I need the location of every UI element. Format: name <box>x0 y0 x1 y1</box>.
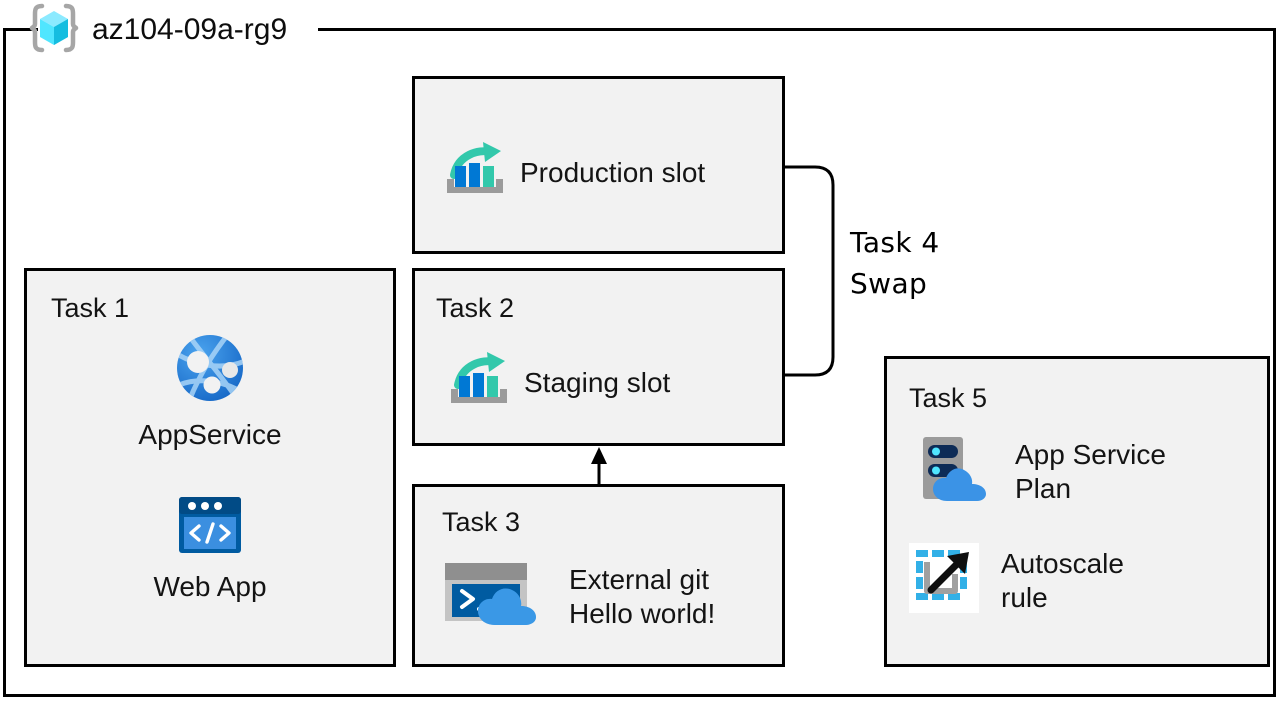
task3-title: Task 3 <box>442 507 521 537</box>
task1-app-service-item: AppService <box>27 331 393 451</box>
task1-box[interactable]: Task 1 <box>24 268 396 667</box>
task1-app-service-label: AppService <box>138 419 282 450</box>
web-app-icon <box>176 495 244 562</box>
swap-annotation-label: Task 4 Swap <box>850 226 940 301</box>
resource-group-icon <box>26 0 82 61</box>
production-slot-label: Production slot <box>520 156 706 188</box>
external-git-label: External git Hello world! <box>569 564 716 629</box>
task1-title: Task 1 <box>51 293 130 323</box>
autoscale-rule-icon <box>909 543 979 618</box>
autoscale-rule-label: Autoscale rule <box>1001 548 1124 613</box>
resource-group-name: az104-09a-rg9 <box>92 13 288 46</box>
resource-group-title-mask <box>38 16 318 42</box>
staging-slot-label: Staging slot <box>524 366 671 398</box>
app-service-plan-icon <box>915 433 991 510</box>
production-slot-box[interactable]: Production slot <box>412 76 785 254</box>
cloud-shell-icon <box>443 559 539 634</box>
deployment-slot-icon <box>444 139 506 206</box>
resource-group-header: az104-09a-rg9 <box>26 2 287 58</box>
resource-group-frame <box>3 28 1276 697</box>
external-git-item: External git Hello world! <box>443 559 715 634</box>
production-slot-item: Production slot <box>444 139 705 206</box>
task1-web-app-item: Web App <box>27 495 393 603</box>
task2-box[interactable]: Task 2 Staging slot <box>412 268 785 446</box>
task3-box[interactable]: Task 3 External git Hello world! <box>412 484 785 667</box>
task1-web-app-label: Web App <box>153 571 267 602</box>
task5-title: Task 5 <box>909 383 988 413</box>
app-service-plan-item: App Service Plan <box>915 433 1166 510</box>
staging-slot-item: Staging slot <box>448 349 670 416</box>
autoscale-rule-item: Autoscale rule <box>909 543 1124 618</box>
task5-box[interactable]: Task 5 App Service Plan <box>884 356 1270 667</box>
deployment-slot-icon <box>448 349 510 416</box>
task2-title: Task 2 <box>436 293 515 323</box>
app-service-plan-label: App Service Plan <box>1015 439 1166 504</box>
app-service-globe-icon <box>173 331 247 410</box>
